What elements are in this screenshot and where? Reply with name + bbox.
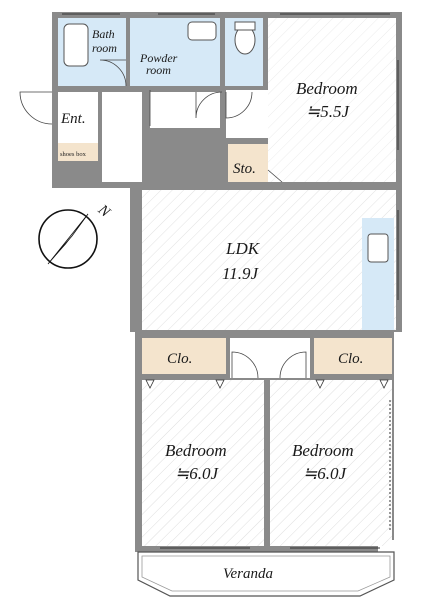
bedroom-ne-size: ≒5.5J: [306, 102, 351, 121]
washbasin: [187, 21, 217, 41]
bedroom-se-size: ≒6.0J: [303, 464, 348, 483]
room-floors: [58, 18, 396, 546]
veranda-label: Veranda: [223, 566, 273, 582]
bath-label-1: Bath: [92, 27, 115, 41]
bedroom-ne-door: [225, 91, 253, 119]
bedroom-sw-size: ≒6.0J: [175, 464, 220, 483]
toilet-tank: [234, 21, 256, 31]
fixtures: [63, 21, 389, 389]
bedroom-sw-name: Bedroom: [165, 441, 227, 460]
closet-left-label: Clo.: [167, 351, 192, 367]
closet-right-label: Clo.: [338, 351, 363, 367]
powder-door: [195, 91, 223, 119]
bath-door: [99, 59, 127, 87]
closet-hall-floor: [230, 338, 310, 378]
storage-floor: [228, 144, 268, 182]
veranda: [137, 551, 395, 597]
hall-floor-2: [150, 92, 220, 128]
closet-left-floor: [142, 338, 226, 374]
windows: [62, 13, 399, 549]
bath-label-2: room: [92, 41, 117, 55]
powder-label-1: Powder: [139, 51, 178, 65]
bedroom-ne-hatch: [268, 18, 396, 182]
hall-floor: [102, 92, 142, 182]
doors: [19, 59, 307, 379]
entrance-door: [19, 91, 53, 125]
bedroom-ne-nook: [226, 90, 272, 138]
interior-walls: [52, 18, 402, 548]
ldk-hatch: [142, 190, 396, 330]
ldk-name: LDK: [225, 239, 261, 258]
ldk-size: 11.9J: [222, 264, 259, 283]
shoes-box-label: shoes box: [60, 151, 87, 158]
bedroom-ne-name: Bedroom: [296, 79, 358, 98]
bathtub: [63, 23, 89, 67]
room-labels: Bath room Powder room Bedroom ≒5.5J Ent.…: [60, 27, 363, 582]
powder-label-2: room: [146, 63, 171, 77]
compass: N: [38, 201, 114, 269]
bedroom-se-name: Bedroom: [292, 441, 354, 460]
bedroom-sw-hatch: [142, 380, 264, 546]
bedroom-sw-door: [231, 351, 259, 379]
kitchen-sink: [367, 233, 389, 263]
storage-label: Sto.: [233, 161, 256, 177]
storage-door: [267, 169, 283, 183]
bedroom-se-door: [279, 351, 307, 379]
compass-north-label: N: [94, 201, 113, 221]
bedroom-se-hatch: [270, 380, 392, 546]
entrance-label: Ent.: [60, 111, 86, 127]
shoes-box: [58, 143, 98, 161]
closet-right-floor: [314, 338, 392, 374]
